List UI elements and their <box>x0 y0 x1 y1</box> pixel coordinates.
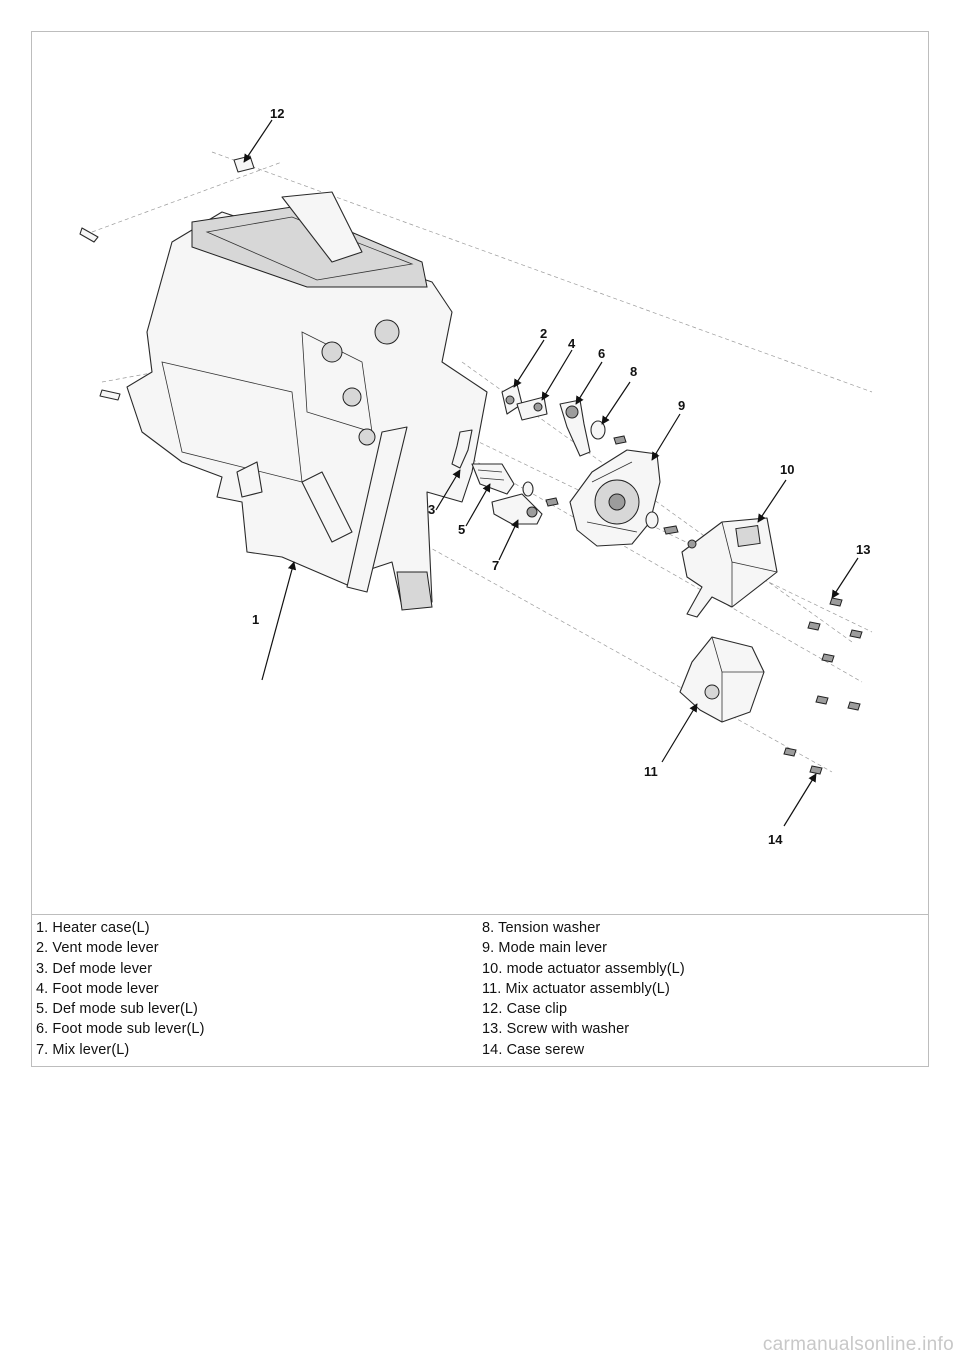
def-mode-sub-lever-part <box>471 463 515 495</box>
legend-column-right: 8. Tension washer 9. Mode main lever 10.… <box>482 918 685 1060</box>
mix-lever-part <box>491 481 559 525</box>
legend-item: 12. Case clip <box>482 1001 568 1018</box>
legend-item: 6. Foot mode sub lever(L) <box>36 1021 205 1038</box>
callout-labels: 1 2 3 4 5 6 7 8 9 10 11 12 13 14 <box>252 106 870 847</box>
site-watermark: carmanualsonline.info <box>762 1334 954 1355</box>
callout-3: 3 <box>428 502 435 517</box>
callout-13: 13 <box>856 542 870 557</box>
legend-item: 11. Mix actuator assembly(L) <box>482 980 670 997</box>
legend-item: 4. Foot mode lever <box>36 980 159 997</box>
callout-1: 1 <box>252 612 259 627</box>
callout-12: 12 <box>270 106 284 121</box>
legend-item: 10. mode actuator assembly(L) <box>482 960 685 977</box>
foot-mode-lever-part <box>516 396 548 421</box>
parts-legend: 1. Heater case(L) 2. Vent mode lever 3. … <box>36 918 924 1064</box>
callout-14: 14 <box>768 832 783 847</box>
legend-item: 8. Tension washer <box>482 920 601 936</box>
case-screw-parts <box>783 747 823 775</box>
legend-column-left: 1. Heater case(L) 2. Vent mode lever 3. … <box>36 918 205 1060</box>
callout-2: 2 <box>540 326 547 341</box>
tension-washer-part <box>590 420 627 445</box>
callout-10: 10 <box>780 462 794 477</box>
callout-4: 4 <box>568 336 576 351</box>
callout-8: 8 <box>630 364 637 379</box>
legend-item: 2. Vent mode lever <box>36 940 159 957</box>
callout-7: 7 <box>492 558 499 573</box>
legend-divider <box>32 914 928 915</box>
callout-5: 5 <box>458 522 465 537</box>
callout-9: 9 <box>678 398 685 413</box>
legend-item: 14. Case serew <box>482 1041 585 1058</box>
legend-item: 1. Heater case(L) <box>36 920 150 936</box>
foot-mode-sub-lever-part <box>559 399 591 457</box>
legend-item: 3. Def mode lever <box>36 960 153 977</box>
figure-frame <box>31 31 929 1067</box>
legend-item: 7. Mix lever(L) <box>36 1041 130 1058</box>
leader-lines <box>243 119 859 827</box>
legend-item: 9. Mode main lever <box>482 940 608 957</box>
mode-main-lever-part <box>569 449 679 547</box>
exploded-parts-diagram: 1 2 3 4 5 6 7 8 9 10 11 12 13 14 <box>79 106 873 847</box>
callout-11: 11 <box>644 764 658 779</box>
mix-actuator-assembly-part <box>679 636 765 723</box>
heater-case-part <box>126 191 488 611</box>
mode-actuator-assembly-part <box>681 517 778 618</box>
def-mode-lever-part <box>451 429 473 469</box>
legend-item: 5. Def mode sub lever(L) <box>36 1001 198 1018</box>
callout-6: 6 <box>598 346 605 361</box>
legend-item: 13. Screw with washer <box>482 1021 630 1038</box>
screw-with-washer-parts <box>807 597 863 711</box>
